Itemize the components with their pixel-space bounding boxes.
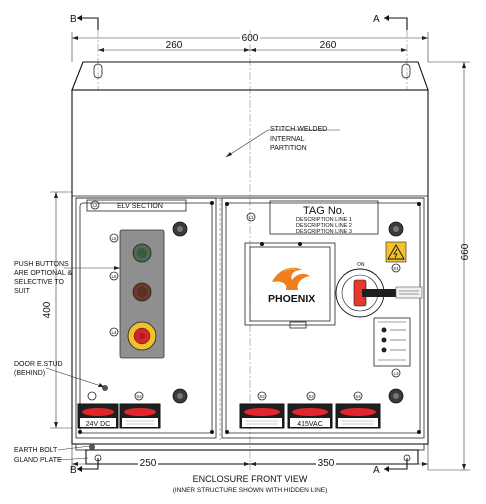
left-door: L2 ELV SECTION L5 L6 L4 S4 24V DC	[75, 197, 217, 439]
svg-text:L2: L2	[92, 203, 98, 208]
svg-text:L3: L3	[393, 371, 399, 376]
callout-push-buttons: PUSH BUTTONS ARE OPTIONAL & SELECTIVE TO…	[14, 261, 120, 295]
svg-text:660: 660	[460, 243, 471, 260]
svg-text:A: A	[373, 465, 380, 476]
electrical-warning-icon	[385, 241, 407, 263]
drawing-subtitle: (INNER STRUCTURE SHOWN WITH HIDDEN LINE)	[173, 487, 328, 494]
svg-text:A: A	[373, 14, 380, 25]
dimension-left-section: 250	[71, 444, 250, 470]
section-marker-b-top: B	[70, 14, 99, 30]
svg-text:TAG No.: TAG No.	[303, 205, 345, 217]
dimension-bolt-spacing-right: 260	[250, 40, 407, 52]
svg-text:STITCH WELDED: STITCH WELDED	[270, 126, 327, 133]
svg-text:ARE OPTIONAL &: ARE OPTIONAL &	[14, 270, 72, 277]
svg-text:DESCRIPTION LINE 1: DESCRIPTION LINE 1	[296, 217, 352, 223]
svg-text:ELV SECTION: ELV SECTION	[117, 203, 163, 210]
section-marker-b-bottom: B	[70, 458, 99, 476]
dimension-right-section: 350	[250, 444, 429, 470]
elv-section-label	[86, 199, 187, 212]
svg-text:B: B	[70, 465, 77, 476]
svg-text:S4: S4	[136, 394, 142, 399]
svg-text:PHOENIX: PHOENIX	[268, 293, 315, 305]
svg-text:L6: L6	[111, 274, 117, 279]
isolator-switch[interactable]: ON OFF	[335, 262, 423, 318]
svg-text:350: 350	[318, 458, 335, 469]
svg-text:S3: S3	[308, 394, 314, 399]
svg-text:250: 250	[140, 458, 157, 469]
svg-text:ON: ON	[357, 262, 365, 268]
svg-text:L1: L1	[248, 215, 254, 220]
callout-earth-bolt: EARTH BOLT GLAND PLATE	[14, 445, 91, 464]
svg-text:SUIT: SUIT	[14, 288, 31, 295]
svg-text:600: 600	[242, 33, 259, 44]
svg-text:L5: L5	[111, 236, 117, 241]
svg-text:INTERNAL: INTERNAL	[270, 136, 305, 143]
svg-text:260: 260	[320, 40, 337, 51]
callout-door-stud: DOOR E.STUD (BEHIND)	[14, 361, 105, 388]
svg-text:PARTITION: PARTITION	[270, 145, 307, 152]
svg-text:B: B	[70, 14, 77, 25]
svg-text:400: 400	[42, 301, 53, 318]
svg-text:EARTH BOLT: EARTH BOLT	[14, 447, 58, 454]
svg-text:PUSH BUTTONS: PUSH BUTTONS	[14, 261, 69, 268]
svg-text:DESCRIPTION LINE 2: DESCRIPTION LINE 2	[296, 223, 352, 229]
svg-text:S1: S1	[393, 266, 399, 271]
section-marker-a-bottom: A	[373, 458, 408, 476]
dimension-bolt-spacing-left: 260	[98, 40, 250, 52]
svg-text:L4: L4	[111, 330, 117, 335]
svg-text:GLAND PLATE: GLAND PLATE	[14, 457, 62, 464]
callout-stitch-welded: STITCH WELDED INTERNAL PARTITION	[225, 126, 340, 158]
right-door: L1 TAG No. DESCRIPTION LINE 1 DESCRIPTIO…	[221, 197, 425, 439]
phoenix-logo: PHOENIX	[268, 267, 315, 305]
dimension-overall-height: 660	[428, 61, 471, 471]
svg-text:24V DC: 24V DC	[86, 421, 111, 428]
svg-text:DESCRIPTION LINE 3: DESCRIPTION LINE 3	[296, 229, 352, 235]
tag-plate	[269, 200, 379, 235]
instruction-plate	[373, 317, 411, 367]
svg-text:260: 260	[166, 40, 183, 51]
svg-text:DOOR E.STUD: DOOR E.STUD	[14, 361, 63, 368]
dimension-door-height: 400	[42, 191, 72, 429]
drawing-title: ENCLOSURE FRONT VIEW	[193, 474, 308, 484]
svg-text:(BEHIND): (BEHIND)	[14, 370, 45, 377]
section-marker-a-top: A	[373, 14, 408, 30]
door-earth-stud	[102, 385, 108, 391]
svg-text:S2: S2	[259, 394, 265, 399]
svg-text:S4: S4	[355, 394, 361, 399]
svg-text:SELECTIVE TO: SELECTIVE TO	[14, 279, 64, 286]
svg-text:415VAC: 415VAC	[297, 421, 323, 428]
